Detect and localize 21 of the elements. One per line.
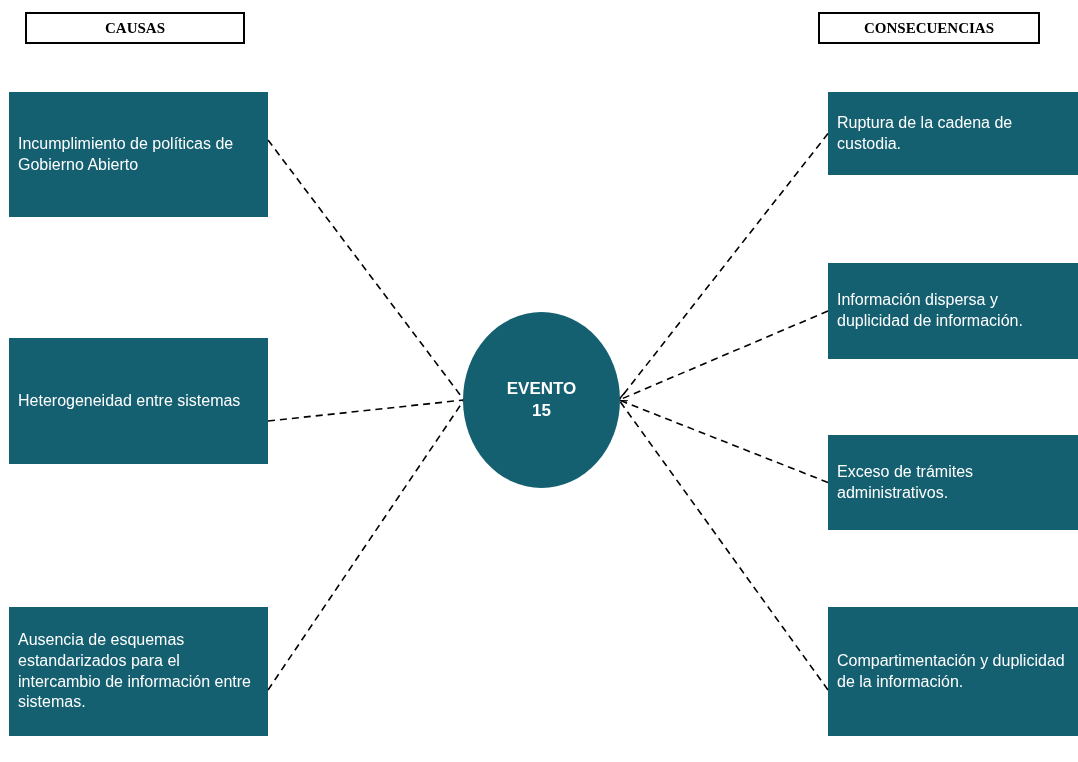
- process-box: [9, 607, 268, 736]
- heading-text: CAUSAS: [105, 19, 165, 37]
- process-box: [828, 92, 1078, 175]
- box-text: Información dispersa y duplicidad de información.: [837, 290, 1024, 331]
- heading-box: [25, 12, 245, 44]
- box-text: Compartimentación y duplicidad de la información.: [837, 650, 1066, 692]
- process-box: [9, 338, 268, 464]
- box-text: Exceso de trámites administrativos.: [837, 461, 975, 503]
- dashed-connector: [267, 399, 465, 422]
- box-text: Ausencia de esquemas estandarizados para el intercambio de información entre sistemas.: [18, 629, 252, 713]
- box-text: Heterogeneidad entre sistemas: [18, 390, 241, 411]
- process-box: [828, 607, 1078, 736]
- event-label: EVENTO 15: [505, 377, 578, 422]
- process-box: [9, 92, 268, 217]
- heading-box: [818, 12, 1040, 44]
- box-text: Ruptura de la cadena de custodia.: [837, 112, 1014, 154]
- box-text: Incumplimiento de políticas de Gobierno Abierto: [18, 133, 235, 175]
- process-box: [828, 435, 1078, 530]
- heading-text: CONSECUENCIAS: [864, 19, 994, 37]
- process-box: [828, 263, 1078, 359]
- dashed-arrow: [617, 310, 829, 402]
